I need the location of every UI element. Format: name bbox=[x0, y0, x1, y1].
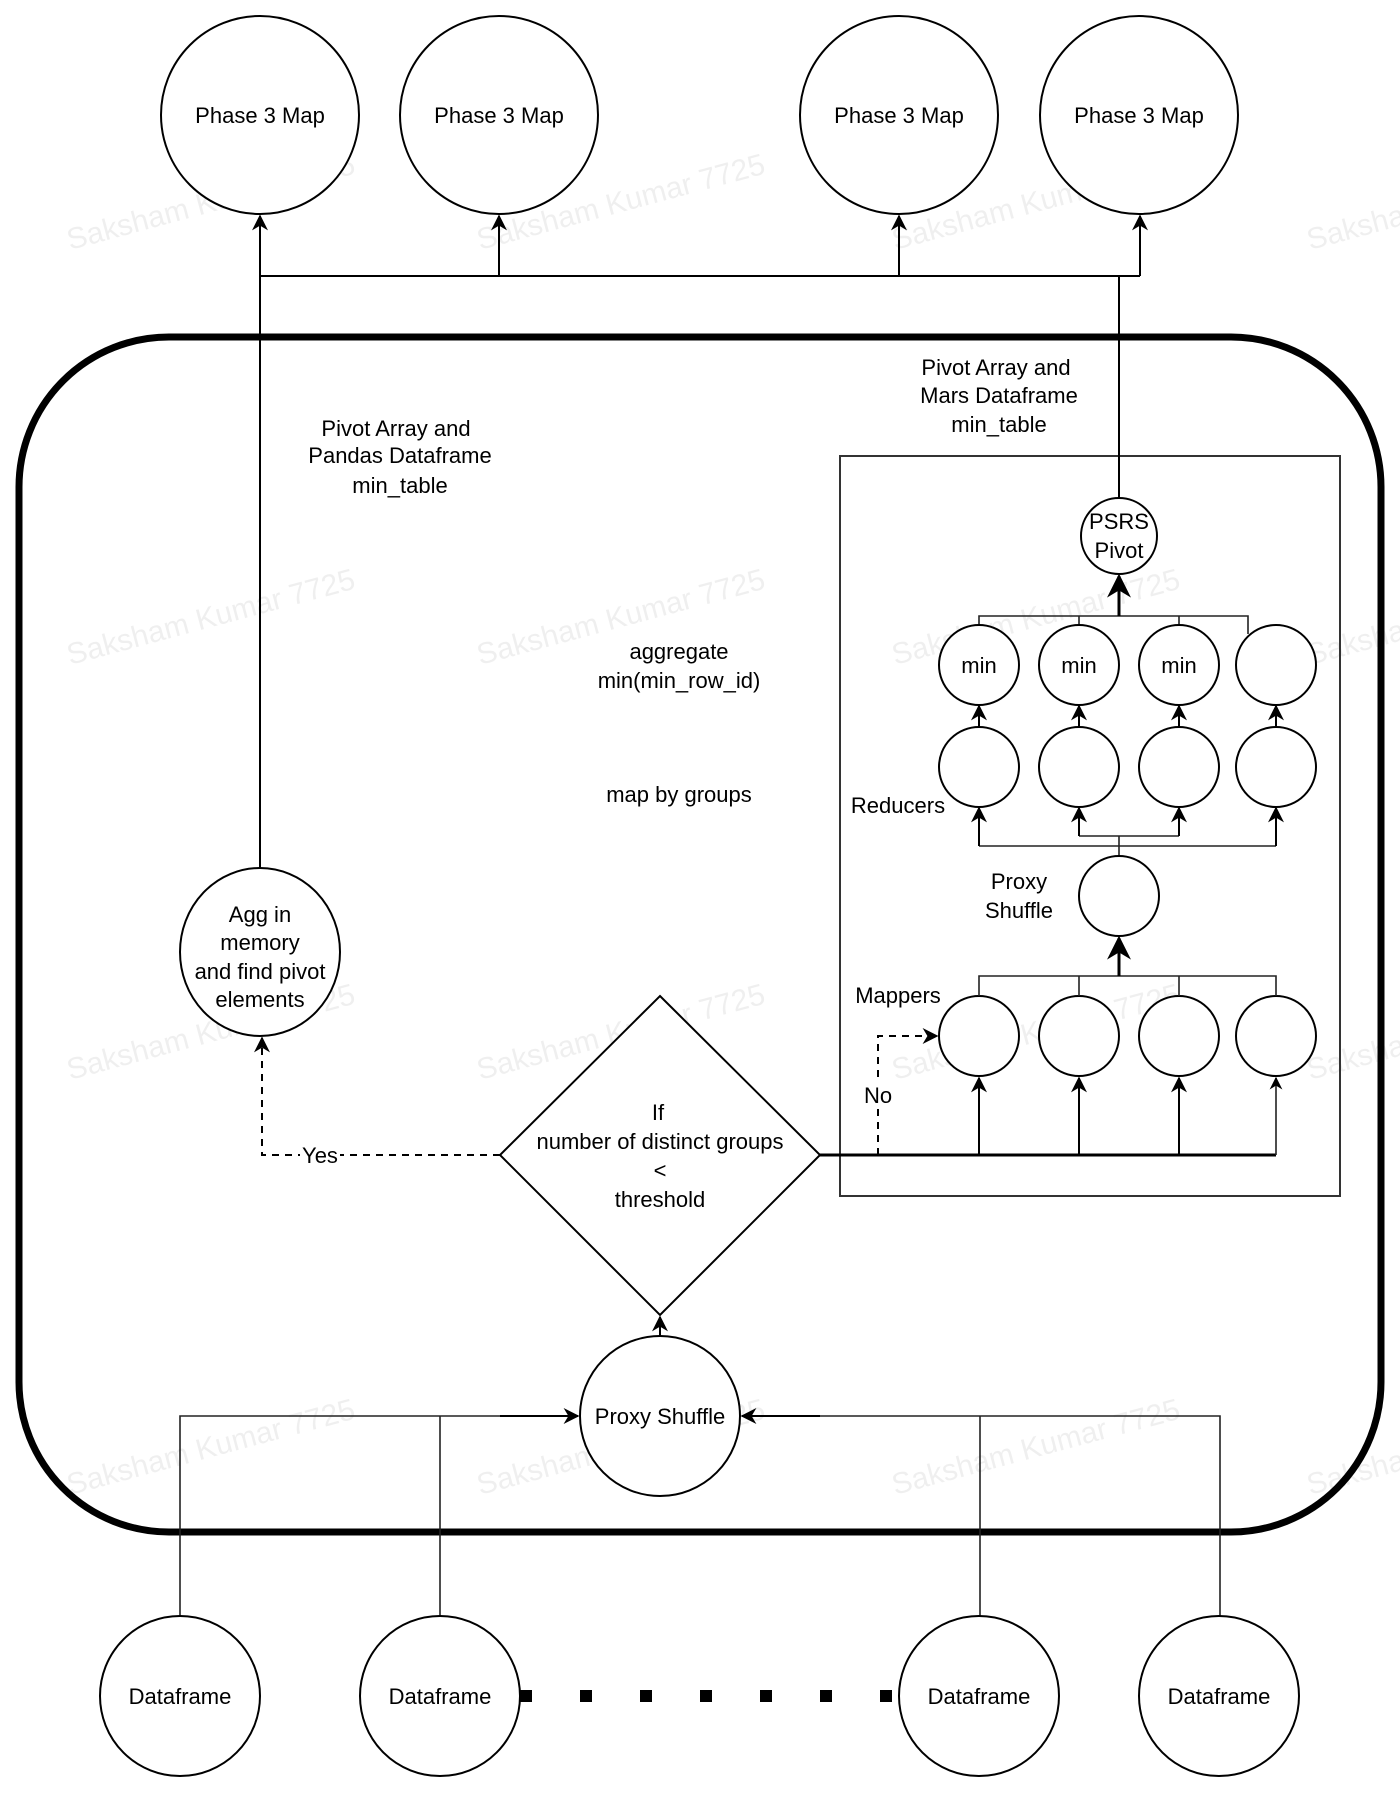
watermark-text: Saksham Kumar 7725 bbox=[1303, 1393, 1400, 1502]
psrs-pivot-node: PSRS Pivot bbox=[1080, 497, 1158, 575]
ellipsis-dot bbox=[580, 1690, 592, 1702]
main-container bbox=[15, 333, 1385, 1536]
reducer-node bbox=[938, 726, 1020, 808]
label-line: min_table bbox=[951, 412, 1046, 437]
watermark-text: Saksham Kumar 7725 bbox=[1303, 148, 1400, 257]
label-line: If bbox=[652, 1100, 665, 1125]
phase3-map-node: Phase 3 Map bbox=[799, 15, 999, 215]
mars-subprocess-box bbox=[839, 455, 1341, 1197]
phase3-map-node: Phase 3 Map bbox=[399, 15, 599, 215]
aggregate-label: aggregate min(min_row_id) bbox=[598, 639, 761, 693]
min-node: min bbox=[1038, 624, 1120, 706]
ellipsis-dot bbox=[820, 1690, 832, 1702]
inner-proxy-shuffle-node bbox=[1078, 855, 1160, 937]
min-node-label: min bbox=[1061, 653, 1096, 678]
ellipsis-dot bbox=[760, 1690, 772, 1702]
label-line: PSRS bbox=[1089, 509, 1149, 534]
label-line: Pivot Array and bbox=[921, 355, 1070, 380]
min-node bbox=[1235, 624, 1317, 706]
ellipsis-dot bbox=[880, 1690, 892, 1702]
phase3-map-label: Phase 3 Map bbox=[1074, 103, 1204, 128]
label-line: and find pivot bbox=[195, 959, 326, 984]
phase3-map-node: Phase 3 Map bbox=[160, 15, 360, 215]
label-line: Pivot Array and bbox=[321, 416, 470, 441]
reducer-node bbox=[1235, 726, 1317, 808]
agg-in-memory-node: Agg in memory and find pivot elements bbox=[179, 867, 341, 1037]
label-line: aggregate bbox=[629, 639, 728, 664]
label-line: min_table bbox=[352, 473, 447, 498]
map-by-groups-label: map by groups bbox=[606, 782, 752, 807]
edge-mappers-bus bbox=[978, 975, 1277, 996]
yes-label: Yes bbox=[302, 1143, 338, 1168]
dataframe-label: Dataframe bbox=[129, 1684, 232, 1709]
label-line: min(min_row_id) bbox=[598, 668, 761, 693]
mapper-node bbox=[938, 995, 1020, 1077]
phase3-map-label: Phase 3 Map bbox=[195, 103, 325, 128]
label-line: Pandas Dataframe bbox=[308, 443, 491, 468]
proxy-shuffle-label: Proxy Shuffle bbox=[595, 1404, 725, 1429]
min-node-label: min bbox=[961, 653, 996, 678]
min-node: min bbox=[938, 624, 1020, 706]
label-line: < bbox=[654, 1158, 667, 1183]
min-node: min bbox=[1138, 624, 1220, 706]
dataframe-node: Dataframe bbox=[1138, 1615, 1300, 1777]
label-line: elements bbox=[215, 987, 304, 1012]
mapper-node bbox=[1038, 995, 1120, 1077]
edge-df-right-bus bbox=[742, 1415, 1221, 1618]
reducers-label: Reducers bbox=[851, 793, 945, 818]
reducer-to-min-edges bbox=[971, 704, 1284, 728]
yes-label-bg bbox=[300, 1142, 340, 1168]
edge-no-dashed bbox=[877, 1028, 939, 1155]
reducer-node bbox=[1038, 726, 1120, 808]
label-line: Mars Dataframe bbox=[920, 383, 1078, 408]
decision-diamond: If number of distinct groups < threshold bbox=[498, 994, 822, 1317]
mapper-node bbox=[1235, 995, 1317, 1077]
dataframe-node: Dataframe bbox=[99, 1615, 261, 1777]
dataframe-node: Dataframe bbox=[359, 1615, 521, 1777]
dataframe-node: Dataframe bbox=[898, 1615, 1060, 1777]
dataframe-label: Dataframe bbox=[1168, 1684, 1271, 1709]
edge-df-left-bus bbox=[179, 1415, 578, 1618]
watermark-text: Saksham Kumar 7725 bbox=[1303, 978, 1400, 1087]
dataframe-label: Dataframe bbox=[389, 1684, 492, 1709]
inner-proxy-shuffle-label: Proxy Shuffle bbox=[985, 869, 1053, 923]
phase3-map-label: Phase 3 Map bbox=[434, 103, 564, 128]
label-line: threshold bbox=[615, 1187, 706, 1212]
right-branch-label: Pivot Array and Mars Dataframe min_table bbox=[920, 355, 1078, 437]
ellipsis-dot bbox=[640, 1690, 652, 1702]
watermark-text: Saksham Kumar 7725 bbox=[888, 1393, 1183, 1502]
label-line: Pivot bbox=[1095, 538, 1144, 563]
mappers-label: Mappers bbox=[855, 983, 941, 1008]
edge-yes-dashed bbox=[254, 1036, 500, 1156]
label-line: memory bbox=[220, 930, 299, 955]
mapper-node bbox=[1138, 995, 1220, 1077]
ellipsis-dots bbox=[520, 1690, 892, 1702]
proxy-shuffle-node: Proxy Shuffle bbox=[579, 1335, 741, 1497]
dataframe-label: Dataframe bbox=[928, 1684, 1031, 1709]
ellipsis-dot bbox=[700, 1690, 712, 1702]
watermark-text: Saksham Kumar 7725 bbox=[1303, 563, 1400, 672]
min-node-label: min bbox=[1161, 653, 1196, 678]
label-line: number of distinct groups bbox=[536, 1129, 783, 1154]
reducer-node bbox=[1138, 726, 1220, 808]
phase3-map-node: Phase 3 Map bbox=[1039, 15, 1239, 215]
label-line: Proxy bbox=[991, 869, 1047, 894]
watermark-text: Saksham Kumar 7725 bbox=[63, 563, 358, 672]
phase3-map-label: Phase 3 Map bbox=[834, 103, 964, 128]
label-line: Agg in bbox=[229, 902, 291, 927]
watermark-text: Saksham Kumar 7725 bbox=[63, 1393, 358, 1502]
no-label: No bbox=[864, 1083, 892, 1108]
no-label-bg bbox=[862, 1082, 894, 1108]
ellipsis-dot bbox=[520, 1690, 532, 1702]
left-branch-label: Pivot Array and Pandas Dataframe min_tab… bbox=[308, 416, 491, 498]
label-line: Shuffle bbox=[985, 898, 1053, 923]
